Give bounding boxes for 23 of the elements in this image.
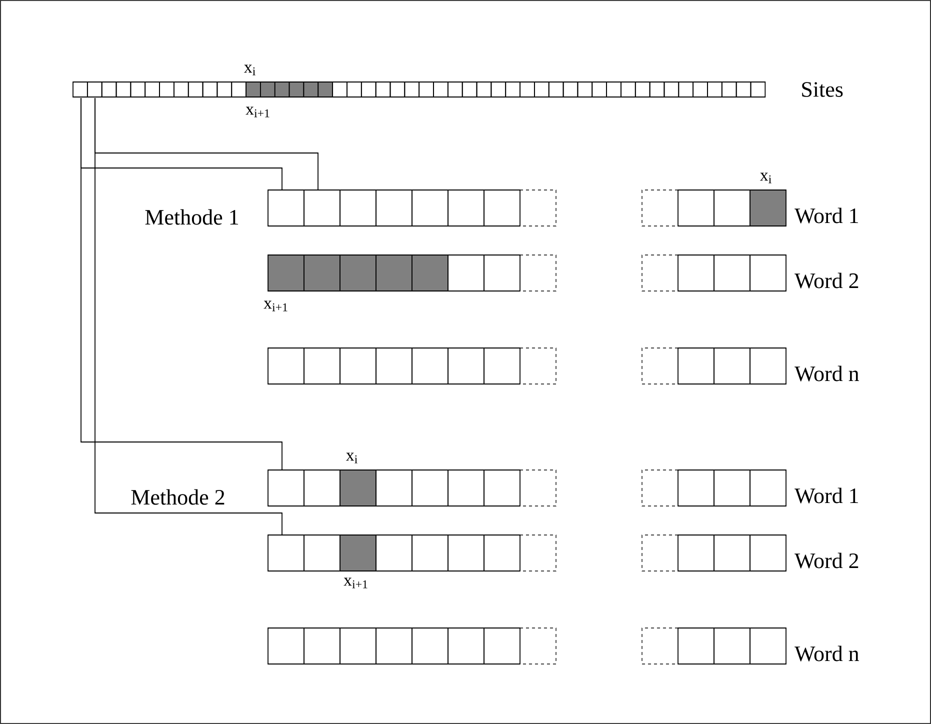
cell-array — [268, 628, 556, 664]
variable-label: x$_{i}$ — [346, 452, 358, 464]
array-label: Word 2 — [794, 552, 858, 568]
variable-label: x$_{i+1}$ — [246, 106, 270, 118]
connector-line — [80, 98, 282, 470]
cell-array — [268, 470, 556, 506]
connector-line — [94, 98, 282, 536]
array-label: Sites — [802, 82, 843, 97]
cell-array — [268, 190, 556, 226]
cell-array — [268, 534, 556, 572]
variable-label: x$_{i+1}$ — [344, 578, 368, 588]
array-label: Word 2 — [794, 272, 858, 288]
variable-label: x$_{i+1}$ — [264, 300, 288, 312]
cell-array — [268, 254, 556, 292]
array-label: Word n — [794, 646, 859, 662]
array-label: Word 1 — [794, 488, 858, 504]
array-label: Word n — [794, 366, 859, 382]
method-label: Methode 2 — [131, 489, 224, 505]
variable-label: x$_{i}$ — [760, 172, 772, 184]
method-label: Methode 1 — [145, 209, 238, 225]
array-label: Word 1 — [794, 208, 858, 224]
cell-array — [268, 348, 556, 384]
variable-label: x$_{i}$ — [244, 64, 256, 76]
